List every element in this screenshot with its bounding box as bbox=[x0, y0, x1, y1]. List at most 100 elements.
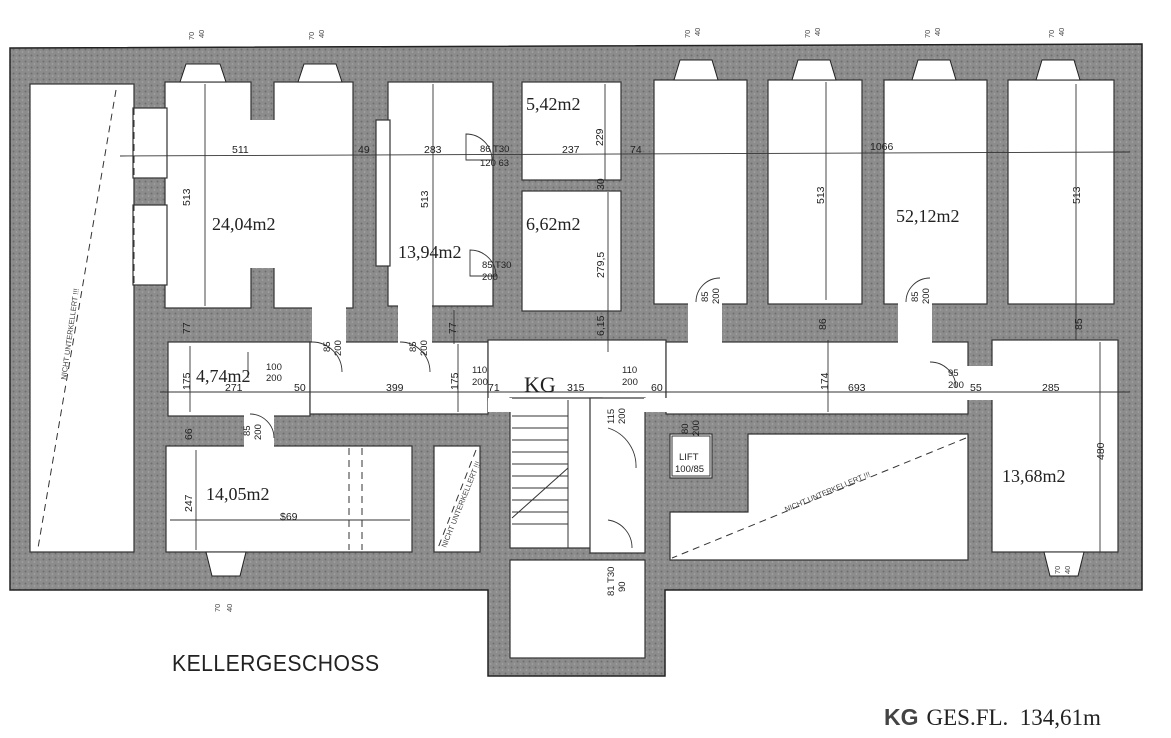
window-5-w: 70 bbox=[923, 30, 932, 38]
dim-511: 511 bbox=[232, 144, 249, 156]
lift-label: LIFT bbox=[679, 452, 699, 463]
door-85-b: 85 bbox=[408, 341, 419, 352]
room-662 bbox=[521, 190, 622, 312]
dim-175-a: 175 bbox=[181, 372, 193, 390]
room-5212-a bbox=[653, 79, 748, 305]
lift-size: 100/85 bbox=[675, 464, 704, 475]
door-85-c-h: 200 bbox=[711, 288, 722, 304]
opening-f bbox=[244, 414, 274, 448]
room-24-right bbox=[273, 81, 354, 309]
room-1394 bbox=[387, 81, 494, 307]
window-7-h: 40 bbox=[225, 604, 234, 612]
dim-60: 60 bbox=[651, 382, 663, 394]
dim-271: 271 bbox=[225, 382, 243, 394]
dim-55: 55 bbox=[970, 382, 982, 394]
door-81-t30: 81 T30 bbox=[606, 567, 617, 596]
window-4-w: 70 bbox=[803, 30, 812, 38]
door-85-e: 85 bbox=[242, 425, 253, 436]
total-prefix: KG bbox=[884, 704, 919, 730]
dim-513-c: 513 bbox=[815, 186, 827, 204]
window-8-h: 40 bbox=[1063, 566, 1072, 574]
window-7-w: 70 bbox=[213, 604, 222, 612]
door-115: 115 bbox=[606, 409, 617, 424]
door-85-c: 85 bbox=[700, 291, 711, 302]
door-85-a: 85 bbox=[322, 341, 333, 352]
lift-cabin bbox=[671, 435, 711, 477]
dim-513-a: 513 bbox=[181, 188, 193, 206]
dim-49: 49 bbox=[358, 144, 370, 156]
window-labels: 70 40 70 40 70 40 70 40 70 40 70 40 70 4… bbox=[187, 28, 1072, 612]
door-110-a: 110 bbox=[472, 365, 487, 376]
door-85-d-h: 200 bbox=[921, 288, 932, 304]
dim-71: 71 bbox=[488, 382, 500, 394]
diag-small bbox=[437, 449, 477, 549]
total-text: GES.FL. bbox=[926, 705, 1009, 730]
door-80-h: 200 bbox=[691, 420, 702, 436]
room-area-label: 13,94m2 bbox=[398, 242, 462, 262]
window-4-h: 40 bbox=[813, 28, 822, 36]
door-t30-b: 85 T30 bbox=[482, 260, 511, 271]
dim-283: 283 bbox=[424, 144, 442, 156]
room-542 bbox=[521, 81, 622, 181]
dim-513-d: 513 bbox=[1071, 186, 1083, 204]
window-2-w: 70 bbox=[307, 32, 316, 40]
dim-77-a: 77 bbox=[181, 322, 193, 334]
lift-shaft bbox=[669, 433, 713, 479]
window-6-h: 40 bbox=[1057, 28, 1066, 36]
dim-77-b: 77 bbox=[447, 322, 459, 334]
door-85-a-h: 200 bbox=[333, 340, 344, 356]
diag-west bbox=[37, 89, 117, 549]
opening-h bbox=[644, 398, 670, 412]
opening-d bbox=[898, 302, 932, 344]
dim-615: 6,15 bbox=[595, 315, 607, 336]
door-85-b-h: 200 bbox=[419, 340, 430, 356]
room-24-niche-b bbox=[132, 204, 168, 286]
dim-66: 66 bbox=[183, 428, 195, 440]
window-6 bbox=[1035, 59, 1081, 81]
dim-175-b: 175 bbox=[449, 372, 461, 390]
room-area-label: 14,05m2 bbox=[206, 484, 270, 504]
windows bbox=[179, 59, 1085, 577]
total-value: 134,61m bbox=[1019, 705, 1101, 730]
diag-east bbox=[671, 437, 967, 559]
door-85-d: 85 bbox=[910, 291, 921, 302]
dim-229: 229 bbox=[594, 128, 606, 146]
dim-50: 50 bbox=[294, 382, 306, 394]
room-area-label: 52,12m2 bbox=[896, 206, 960, 226]
room-5212-b bbox=[767, 79, 863, 305]
floor-label: KG bbox=[524, 372, 556, 397]
door-90: 90 bbox=[617, 581, 628, 592]
dim-85-a: 85 bbox=[1073, 318, 1085, 330]
door-115-h: 200 bbox=[617, 408, 628, 424]
window-5-h: 40 bbox=[933, 28, 942, 36]
door-t30-b-sub: 200 bbox=[482, 272, 498, 283]
opening-a bbox=[312, 306, 346, 344]
window-8-w: 70 bbox=[1053, 566, 1062, 574]
stair-lower bbox=[509, 559, 646, 659]
window-5 bbox=[911, 59, 957, 81]
door-95: 95 bbox=[948, 368, 959, 379]
room-1394-niche bbox=[375, 119, 391, 267]
dim-74: 74 bbox=[630, 144, 642, 156]
door-100: 100 bbox=[266, 362, 282, 373]
dim-513-b: 513 bbox=[419, 190, 431, 208]
room-area-label: 5,42m2 bbox=[526, 94, 581, 114]
window-3 bbox=[673, 59, 719, 81]
corridor-kg bbox=[487, 339, 667, 401]
window-1-w: 70 bbox=[187, 32, 196, 40]
room-1368 bbox=[991, 339, 1119, 553]
dim-480: 480 bbox=[1095, 442, 1107, 460]
room-24-left bbox=[164, 81, 252, 309]
plan-title: KELLERGESCHOSS bbox=[172, 650, 380, 676]
door-85-e-h: 200 bbox=[253, 424, 264, 440]
door-110-b: 110 bbox=[622, 365, 637, 376]
window-8 bbox=[1043, 551, 1085, 577]
dim-174: 174 bbox=[819, 372, 831, 390]
total-area: KG GES.FL. 134,61m bbox=[884, 704, 1101, 731]
dim-247: 247 bbox=[183, 494, 195, 512]
door-t30-a-sub: 120 63 bbox=[480, 158, 509, 169]
window-1-h: 40 bbox=[197, 30, 206, 38]
dim-399: 399 bbox=[386, 382, 404, 394]
opening-c bbox=[688, 302, 722, 344]
